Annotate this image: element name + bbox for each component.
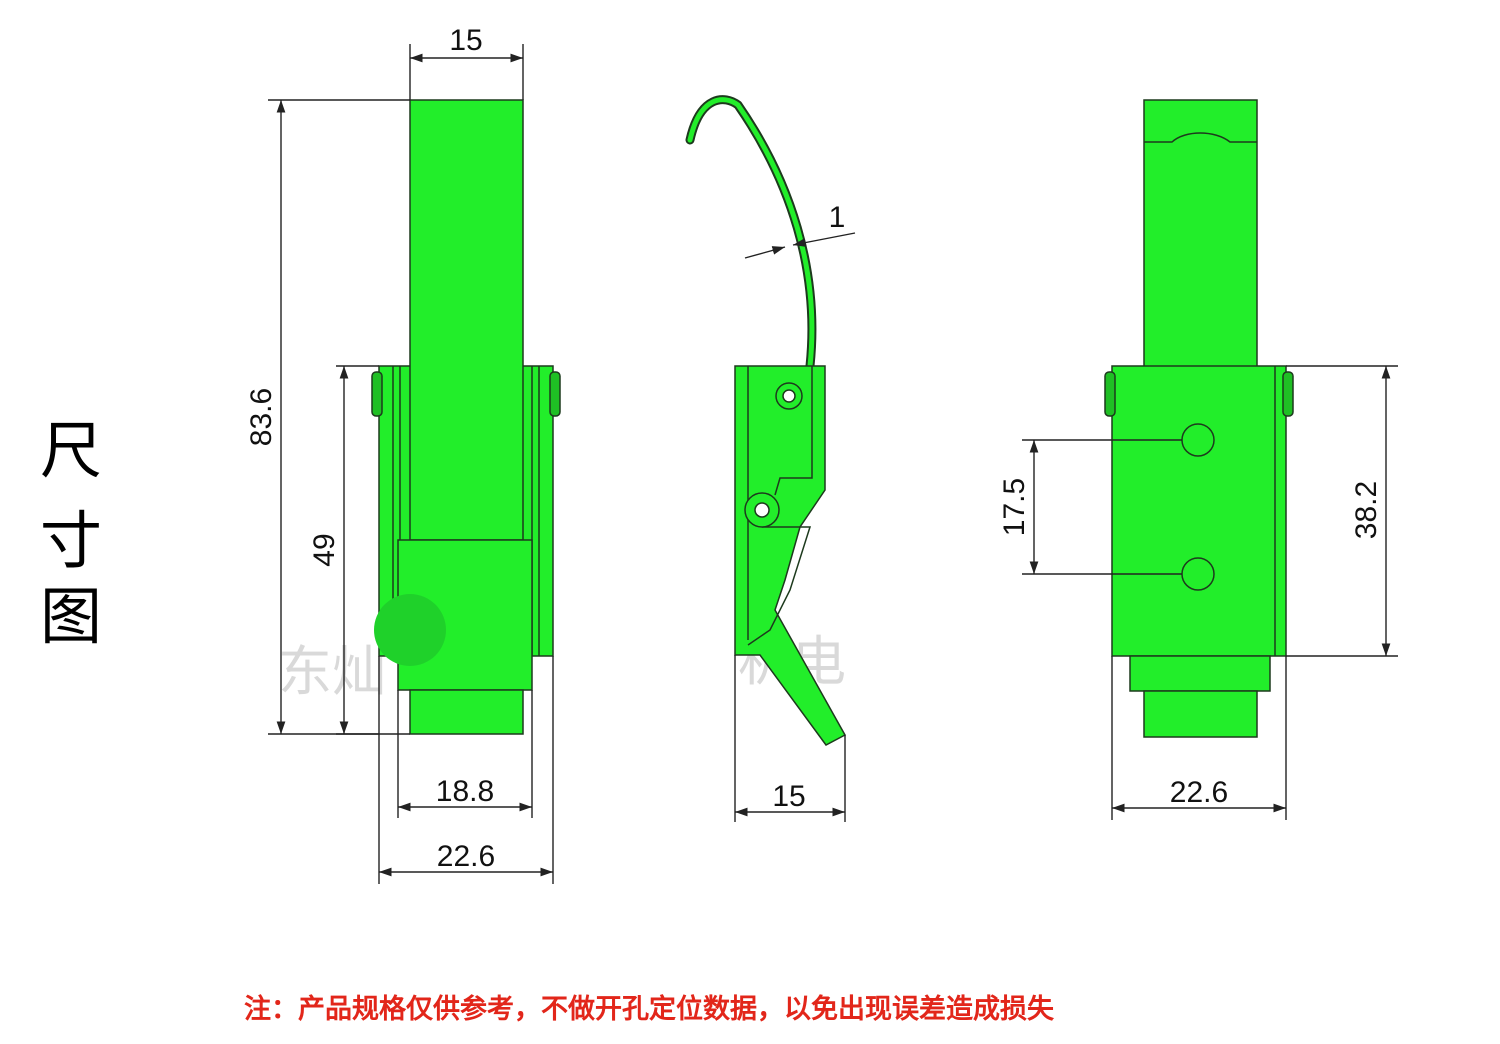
back-view-left-pin	[1104, 371, 1116, 417]
dim-line-side-thickness-right	[792, 232, 856, 247]
back-view	[1104, 99, 1294, 738]
disclaimer-note: 注：产品规格仅供参考，不做开孔定位数据，以免出现误差造成损失	[244, 993, 1055, 1025]
front-view-dimensions	[268, 44, 554, 884]
back-view-hole-top	[1181, 423, 1215, 457]
dim-line-side-thickness-left	[744, 246, 786, 259]
back-view-right-pin	[1282, 371, 1294, 417]
dim-back-body-height: 38.2	[1350, 481, 1383, 539]
front-view-left-pin	[371, 371, 383, 417]
side-view-rivet-bottom-hole	[754, 502, 770, 518]
side-view-spring-wire-outline	[685, 95, 817, 371]
page-title: 尺 寸 图	[40, 414, 102, 653]
side-view-body	[734, 365, 847, 746]
dim-front-outer-width: 22.6	[437, 840, 495, 873]
side-view-spring-wire	[687, 97, 815, 369]
front-view-bottom-tab	[409, 689, 524, 735]
side-view	[685, 95, 847, 746]
back-view-body	[1111, 365, 1287, 657]
dim-front-top-width: 15	[449, 24, 482, 57]
dim-side-width: 15	[772, 780, 805, 813]
front-view-blur-mark	[374, 594, 446, 666]
dim-front-body-height: 49	[308, 533, 341, 566]
watermark-left: 东灿	[278, 640, 386, 703]
title-char-2: 寸	[40, 504, 102, 577]
dim-side-thickness: 1	[829, 201, 846, 234]
back-view-hole-bottom	[1181, 557, 1215, 591]
back-view-lower-block	[1129, 655, 1271, 692]
dim-back-width: 22.6	[1170, 776, 1228, 809]
side-view-dimensions	[734, 232, 856, 822]
front-view	[371, 99, 561, 735]
side-view-lever-edge	[747, 526, 812, 646]
dim-front-total-height: 83.6	[245, 388, 278, 446]
title-char-1: 尺	[40, 414, 102, 487]
back-view-dimensions	[1022, 365, 1398, 820]
back-view-bottom-tab	[1143, 690, 1258, 738]
dim-back-hole-spacing: 17.5	[998, 478, 1031, 536]
back-view-strap-fold	[1144, 132, 1257, 143]
title-char-3: 图	[40, 580, 102, 653]
side-view-rivet-top-hole	[782, 389, 796, 403]
dim-front-inner-width: 18.8	[436, 775, 494, 808]
front-view-right-pin	[549, 371, 561, 417]
front-view-strap	[409, 99, 524, 541]
back-view-strap	[1143, 99, 1258, 369]
side-view-hook-edge	[774, 366, 813, 496]
